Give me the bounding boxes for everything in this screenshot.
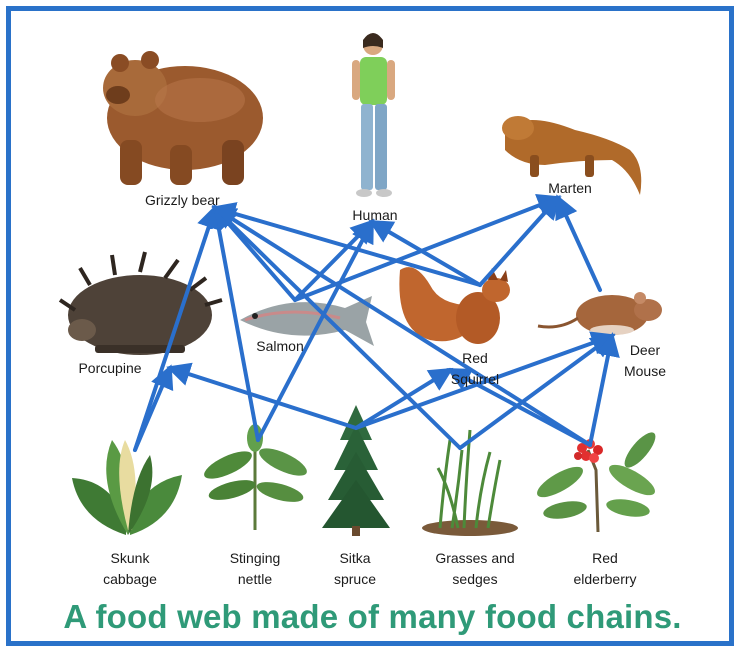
deer-mouse-image — [538, 292, 662, 335]
figure-caption: A food web made of many food chains. — [0, 598, 745, 636]
label-red-elderberry: Red elderberry — [555, 548, 655, 590]
porcupine-image — [60, 252, 222, 355]
label-porcupine: Porcupine — [60, 358, 160, 379]
arrow-salmon-to-grizzly — [215, 208, 295, 300]
label-stinging-nettle: Stinging nettle — [205, 548, 305, 590]
red-elderberry-image — [533, 428, 660, 532]
label-grizzly-bear: Grizzly bear — [145, 190, 255, 211]
stinging-nettle-image — [201, 424, 311, 530]
arrow-squirrel-to-human — [372, 222, 480, 285]
label-sitka-spruce: Sitka spruce — [315, 548, 395, 590]
arrow-skunk-to-porcupine — [135, 368, 170, 450]
label-skunk-cabbage: Skunk cabbage — [85, 548, 175, 590]
grasses-image — [422, 430, 518, 536]
grizzly-bear-image — [103, 51, 263, 185]
skunk-cabbage-image — [72, 440, 182, 535]
label-grasses-and-sedges: Grasses and sedges — [415, 548, 535, 590]
arrow-mouse-to-marten — [558, 198, 600, 290]
human-image — [352, 33, 395, 197]
label-human: Human — [330, 205, 420, 226]
label-salmon: Salmon — [235, 336, 325, 357]
arrow-spruce-to-porcupine — [170, 368, 356, 428]
label-red-squirrel: Red Squirrel — [430, 348, 520, 390]
sitka-spruce-image — [322, 405, 390, 536]
label-deer-mouse: Deer Mouse — [605, 340, 685, 382]
label-marten: Marten — [530, 178, 610, 199]
